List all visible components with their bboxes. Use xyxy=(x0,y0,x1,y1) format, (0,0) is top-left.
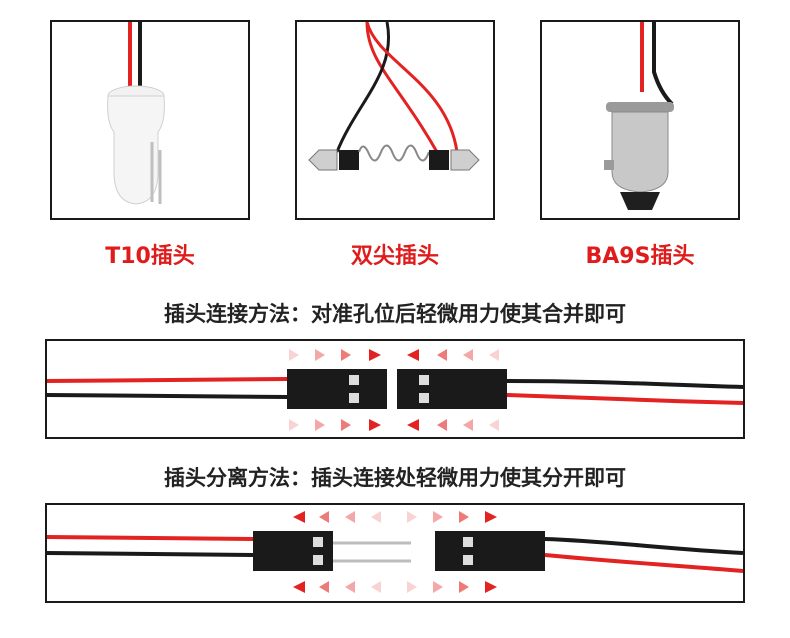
festoon-plug-image xyxy=(295,20,495,220)
disconnect-method-title: 插头分离方法：插头连接处轻微用力使其分开即可 xyxy=(164,466,626,490)
ba9s-plug-image xyxy=(540,20,740,220)
connect-diagram xyxy=(45,339,745,439)
ba9s-plug-label: BA9S插头 xyxy=(585,244,695,269)
festoon-plug-label: 双尖插头 xyxy=(350,244,439,269)
t10-plug-image xyxy=(50,20,250,220)
connect-method-title: 插头连接方法：对准孔位后轻微用力使其合并即可 xyxy=(164,302,626,326)
disconnect-diagram xyxy=(45,503,745,603)
t10-plug-label: T10插头 xyxy=(105,244,195,269)
